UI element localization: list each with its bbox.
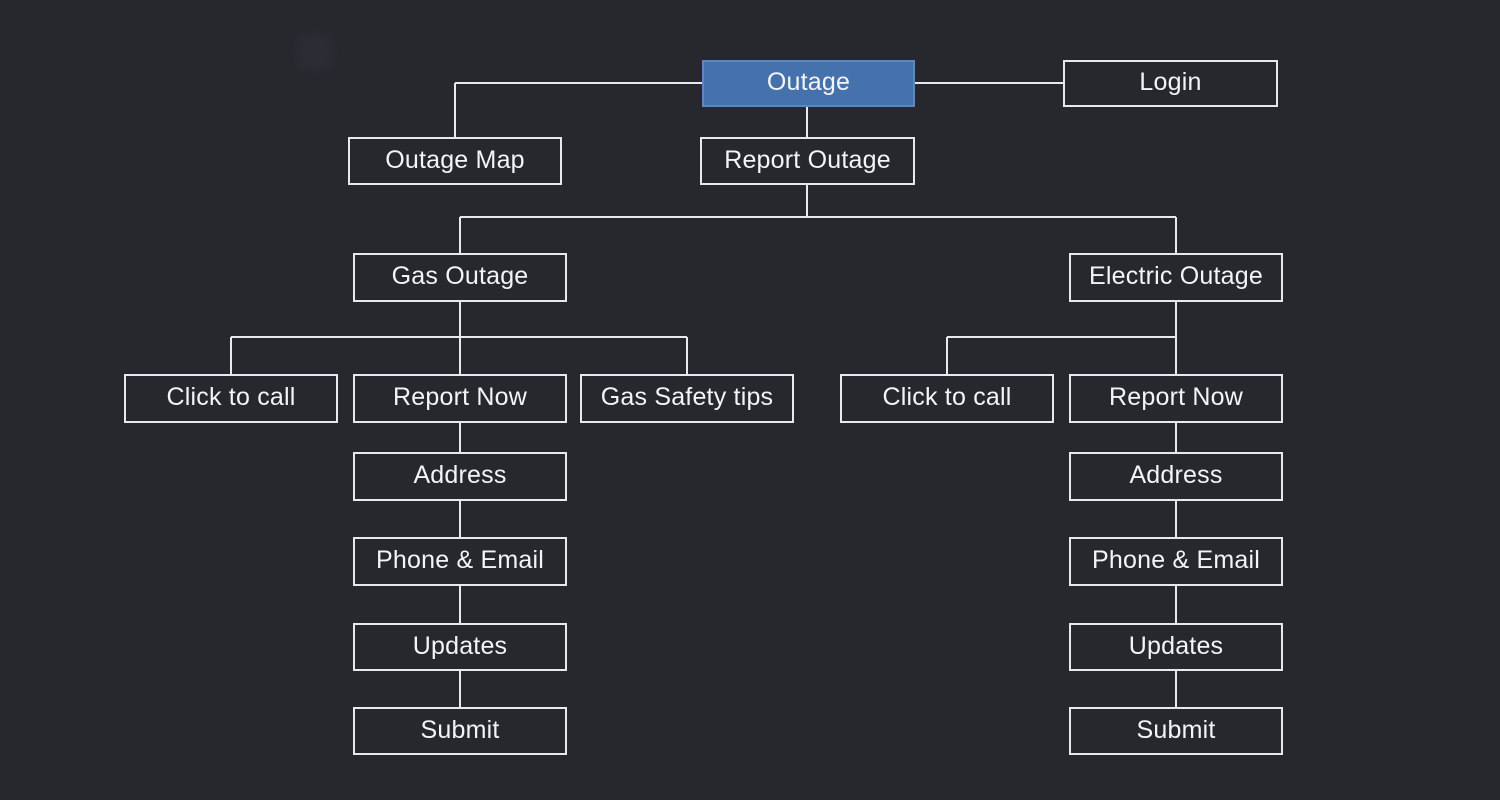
node-gas-outage: Gas Outage bbox=[353, 253, 567, 302]
node-gas-updates: Updates bbox=[353, 623, 567, 671]
node-electric-phone-email: Phone & Email bbox=[1069, 537, 1283, 586]
node-electric-submit: Submit bbox=[1069, 707, 1283, 755]
node-report-outage: Report Outage bbox=[700, 137, 915, 185]
node-gas-report-now: Report Now bbox=[353, 374, 567, 423]
node-electric-updates: Updates bbox=[1069, 623, 1283, 671]
node-outage-map: Outage Map bbox=[348, 137, 562, 185]
node-electric-address: Address bbox=[1069, 452, 1283, 501]
node-outage: Outage bbox=[702, 60, 915, 107]
node-login: Login bbox=[1063, 60, 1278, 107]
node-gas-submit: Submit bbox=[353, 707, 567, 755]
node-electric-report-now: Report Now bbox=[1069, 374, 1283, 423]
node-gas-click-to-call: Click to call bbox=[124, 374, 338, 423]
node-gas-address: Address bbox=[353, 452, 567, 501]
node-gas-safety-tips: Gas Safety tips bbox=[580, 374, 794, 423]
node-electric-click-to-call: Click to call bbox=[840, 374, 1054, 423]
node-electric-outage: Electric Outage bbox=[1069, 253, 1283, 302]
node-gas-phone-email: Phone & Email bbox=[353, 537, 567, 586]
